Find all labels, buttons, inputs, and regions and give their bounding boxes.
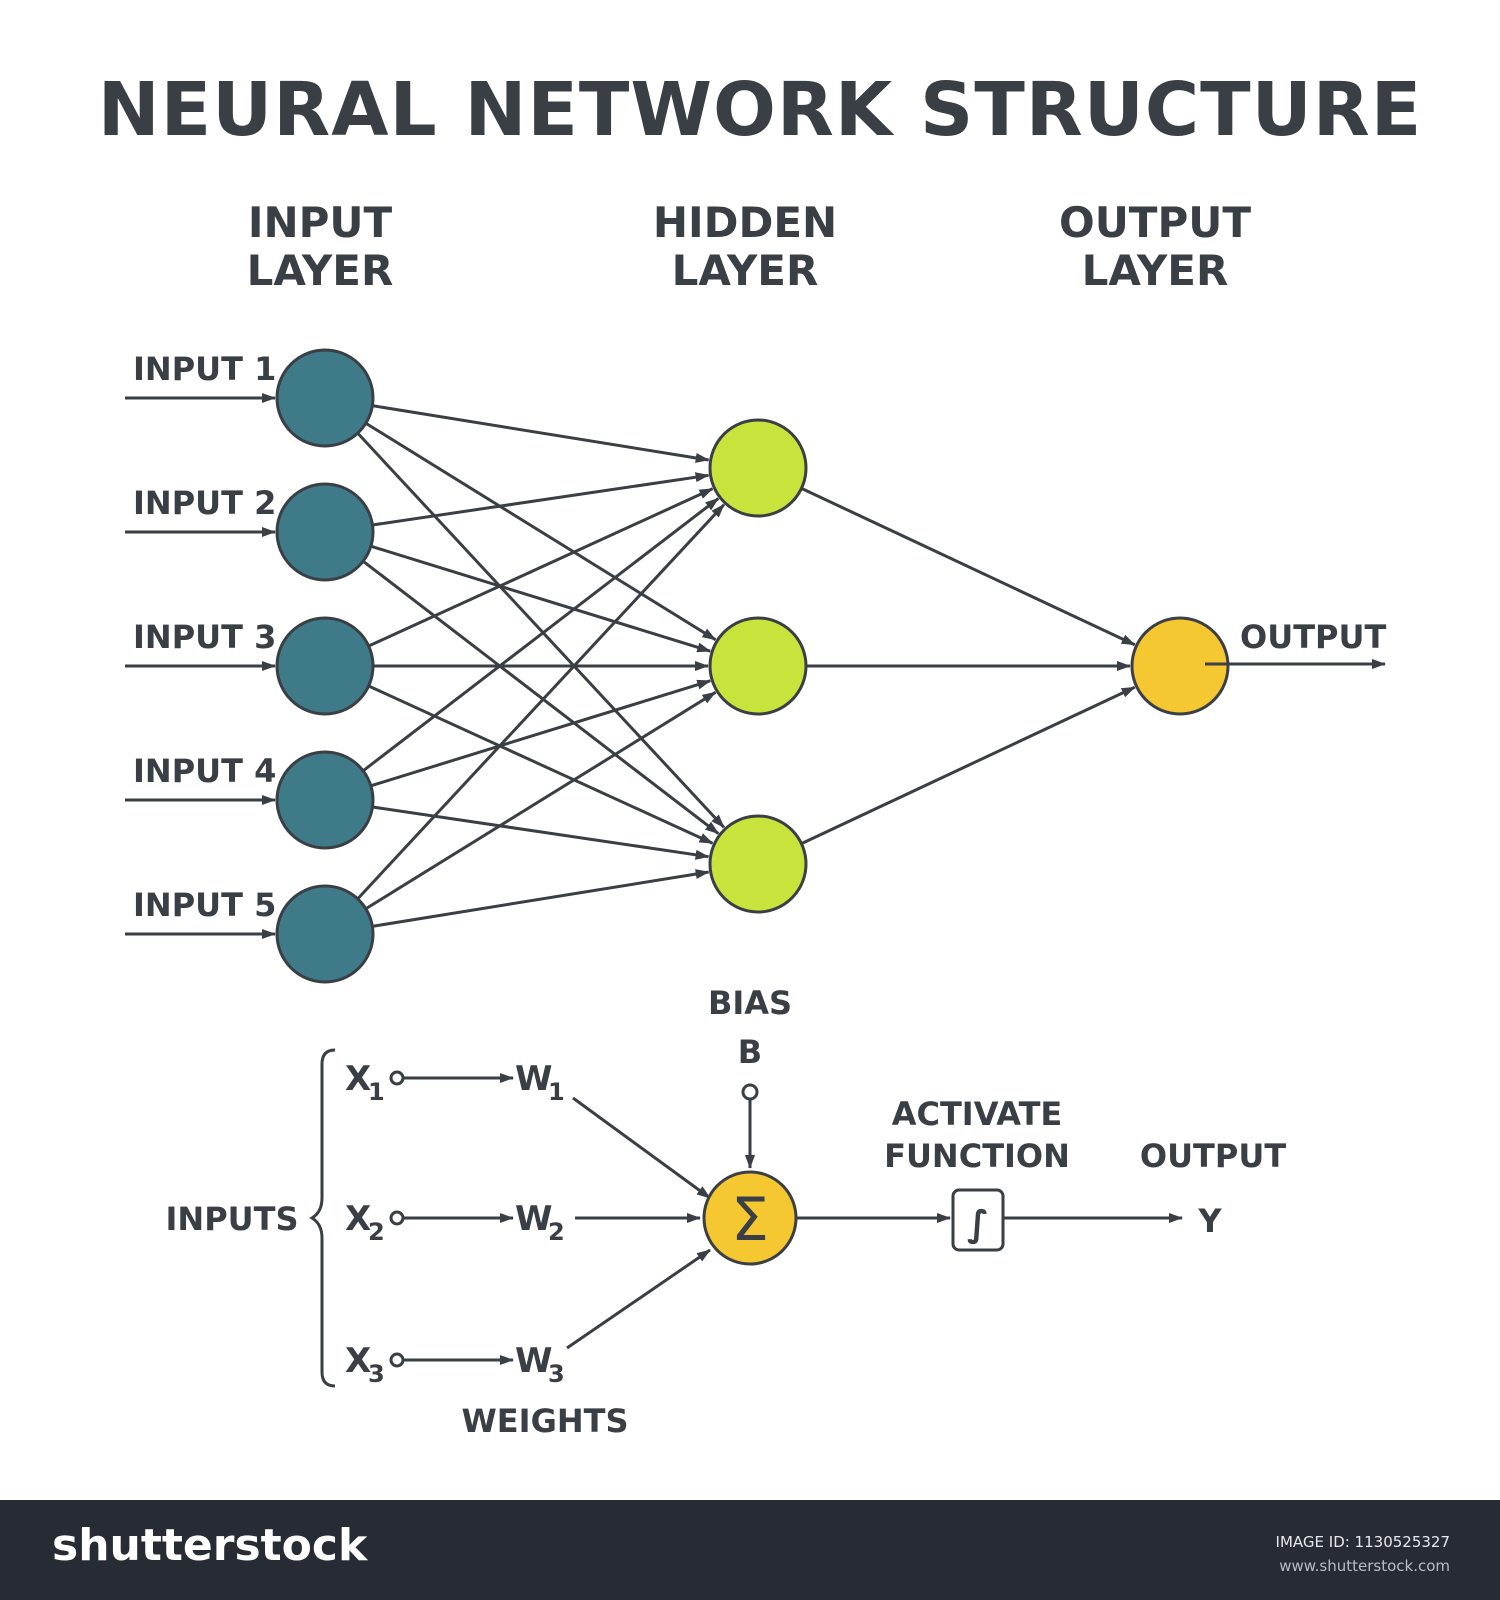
site-url: www.shutterstock.com [1279, 1557, 1450, 1575]
hidden-node-3 [708, 814, 808, 914]
function-symbol: ∫ [967, 1204, 989, 1245]
layer-heading-input-line2: LAYER [247, 246, 394, 295]
activation-function-box [951, 1188, 1005, 1252]
image-meta: IMAGE ID: 1130525327 www.shutterstock.co… [1276, 1530, 1450, 1578]
x3-terminal [389, 1352, 405, 1368]
edge-input4-hidden2 [370, 679, 712, 788]
edge-input5-hidden3 [372, 869, 710, 928]
input-labels: INPUT 1 INPUT 2 INPUT 3 INPUT 4 INPUT 5 [133, 350, 276, 924]
edge-input1-hidden2 [365, 421, 717, 641]
weight3-to-sum-edge [566, 1248, 711, 1350]
input-node-2 [275, 482, 375, 582]
input-label-2: INPUT 2 [133, 484, 276, 522]
footer-bar: shutterstock IMAGE ID: 1130525327 www.sh… [0, 1500, 1500, 1600]
x1-terminal [389, 1070, 405, 1086]
sigma-symbol: Σ [731, 1185, 769, 1255]
edge-input2-hidden2 [370, 544, 712, 653]
layer-heading-hidden-line1: HIDDEN [653, 198, 837, 247]
layer-heading-output-line2: LAYER [1082, 246, 1229, 295]
x3-symbol: X [345, 1341, 371, 1381]
bias-label: BIAS [708, 984, 792, 1022]
input-node-4 [275, 750, 375, 850]
layer-heading-hidden-line2: LAYER [672, 246, 819, 295]
w1-subscript: 1 [548, 1078, 565, 1106]
input-label-4: INPUT 4 [133, 752, 276, 790]
w1-symbol: W [515, 1059, 553, 1099]
hidden-node-1 [708, 418, 808, 518]
input-label-3: INPUT 3 [133, 618, 276, 656]
activate-label-line1: ACTIVATE [892, 1095, 1063, 1133]
perceptron-output-label: OUTPUT [1140, 1137, 1286, 1175]
network-nodes [275, 348, 1230, 984]
edge-input3-hidden3 [368, 684, 714, 845]
input-arrows [125, 393, 276, 939]
input-label-5: INPUT 5 [133, 886, 276, 924]
x3-subscript: 3 [368, 1360, 385, 1388]
layer-heading-output: OUTPUT LAYER [1059, 198, 1251, 295]
inputs-label: INPUTS [166, 1200, 299, 1238]
inputs-brace [309, 1048, 336, 1388]
w2-symbol: W [515, 1199, 553, 1239]
x2-subscript: 2 [368, 1218, 385, 1246]
edge-hidden3-output [800, 685, 1136, 845]
bias-symbol: B [738, 1033, 762, 1071]
edge-input3-hidden1 [368, 487, 714, 648]
w3-symbol: W [515, 1341, 553, 1381]
edge-input1-hidden3 [356, 432, 726, 829]
output-node [1130, 616, 1230, 716]
network-connections [356, 404, 1136, 928]
brand-logo: shutterstock [52, 1520, 368, 1571]
x2-symbol: X [345, 1199, 371, 1239]
layer-heading-input: INPUT LAYER [247, 198, 394, 295]
w3-subscript: 3 [548, 1360, 565, 1388]
layer-heading-input-line1: INPUT [248, 198, 393, 247]
x1-subscript: 1 [368, 1078, 385, 1106]
input-node-1 [275, 348, 375, 448]
bias-terminal [741, 1083, 759, 1101]
activate-label-line2: FUNCTION [884, 1137, 1070, 1175]
edge-input2-hidden1 [372, 472, 710, 527]
x1-symbol: X [345, 1059, 371, 1099]
image-id: IMAGE ID: 1130525327 [1275, 1533, 1450, 1551]
edge-hidden1-output [800, 487, 1136, 647]
edge-input2-hidden3 [362, 560, 720, 835]
network-output-label: OUTPUT [1240, 618, 1386, 656]
edge-input5-hidden1 [356, 503, 726, 900]
edge-input5-hidden2 [365, 691, 717, 911]
weights-label: WEIGHTS [462, 1402, 629, 1440]
input-label-1: INPUT 1 [133, 350, 276, 388]
edge-input4-hidden3 [372, 805, 710, 860]
w2-subscript: 2 [548, 1218, 565, 1246]
diagram-canvas: NEURAL NETWORK STRUCTURE INPUT LAYER HID… [98, 67, 1423, 1440]
page-title: NEURAL NETWORK STRUCTURE [98, 67, 1423, 153]
weight1-to-sum-edge [572, 1096, 711, 1200]
input-node-3 [275, 616, 375, 716]
layer-heading-hidden: HIDDEN LAYER [653, 198, 837, 295]
output-symbol: Y [1197, 1202, 1222, 1240]
hidden-node-2 [708, 616, 808, 716]
input-node-5 [275, 884, 375, 984]
edge-input1-hidden1 [372, 404, 710, 463]
x2-terminal [389, 1210, 405, 1226]
edge-input4-hidden1 [362, 497, 720, 772]
layer-heading-output-line1: OUTPUT [1059, 198, 1251, 247]
